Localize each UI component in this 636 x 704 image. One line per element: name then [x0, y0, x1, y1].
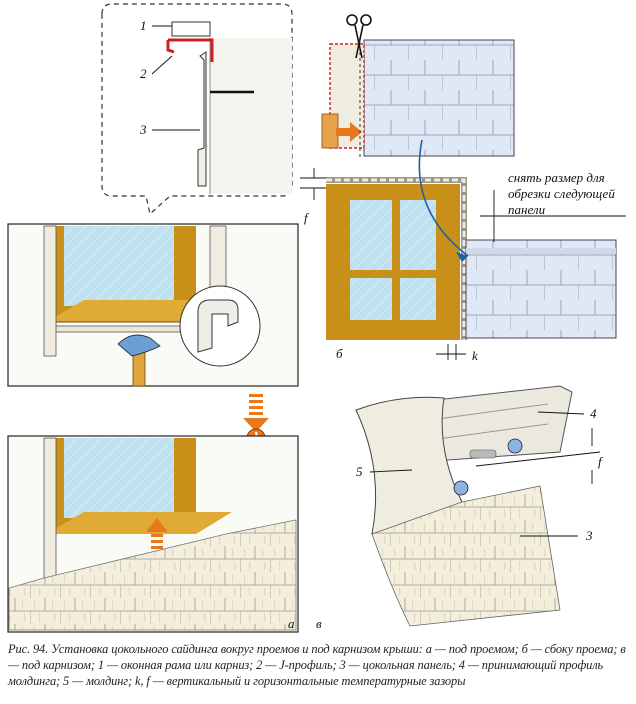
- panel-b: [300, 14, 630, 360]
- measure-note-line2: обрезки следующей: [508, 186, 615, 201]
- j-profile-detail-callout: 1 2 3: [101, 3, 293, 216]
- label-2: 2: [140, 66, 147, 81]
- measure-note-line1: снять размер для: [508, 170, 605, 185]
- label-5: 5: [356, 464, 363, 479]
- label-a: a: [288, 616, 295, 631]
- label-f-b: f: [304, 210, 310, 225]
- label-v: в: [316, 616, 322, 631]
- panel-a-top: [7, 223, 299, 387]
- label-1: 1: [140, 18, 147, 33]
- label-3: 3: [139, 122, 147, 137]
- label-3-v: 3: [585, 528, 593, 543]
- label-f-v: f: [598, 454, 604, 469]
- figure-caption: Рис. 94. Установка цокольного сайдинга в…: [8, 642, 626, 688]
- label-b: б: [336, 346, 343, 361]
- panel-a-bottom: [7, 435, 299, 633]
- panel-v: [355, 385, 601, 627]
- label-4: 4: [590, 406, 597, 421]
- label-k: k: [472, 348, 478, 363]
- measure-note-line3: панели: [508, 202, 546, 217]
